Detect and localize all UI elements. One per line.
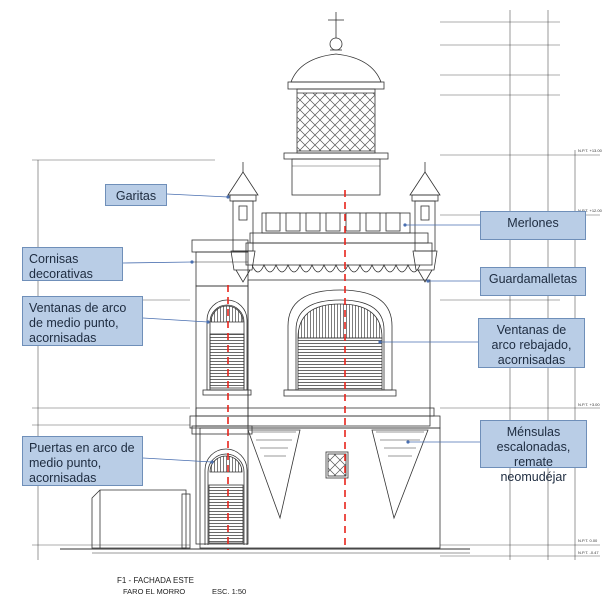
callout-puertas: Puertas en arco de medio punto, acornisa… xyxy=(22,436,143,486)
callout-mensulas: Ménsulas escalonadas, remate neomudéjar xyxy=(480,420,587,484)
callout-ventanas-medio-punto: Ventanas de arco de medio punto, acornis… xyxy=(22,296,143,346)
drawing-subtitle: FARO EL MORRO xyxy=(123,587,186,596)
callout-ventanas-rebajado: Ventanas de arco rebajado, acornisadas xyxy=(478,318,585,368)
level-mark: N.P.T. +13.00 xyxy=(578,148,602,153)
drawing-scale: ESC. 1:50 xyxy=(212,587,247,596)
callout-merlones: Merlones xyxy=(480,211,586,240)
level-mark: N.P.T. -0.47 xyxy=(578,550,599,555)
level-mark: N.P.T. 0.00 xyxy=(578,538,598,543)
level-mark: N.P.T. +3.00 xyxy=(578,402,600,407)
drawing-title: F1 - FACHADA ESTE xyxy=(117,576,194,585)
callout-cornisas: Cornisas decorativas xyxy=(22,247,123,281)
level-mark: N.P.T. +12.00 xyxy=(578,208,602,213)
callout-garitas: Garitas xyxy=(105,184,167,206)
callout-guardamalletas: Guardamalletas xyxy=(480,267,586,296)
